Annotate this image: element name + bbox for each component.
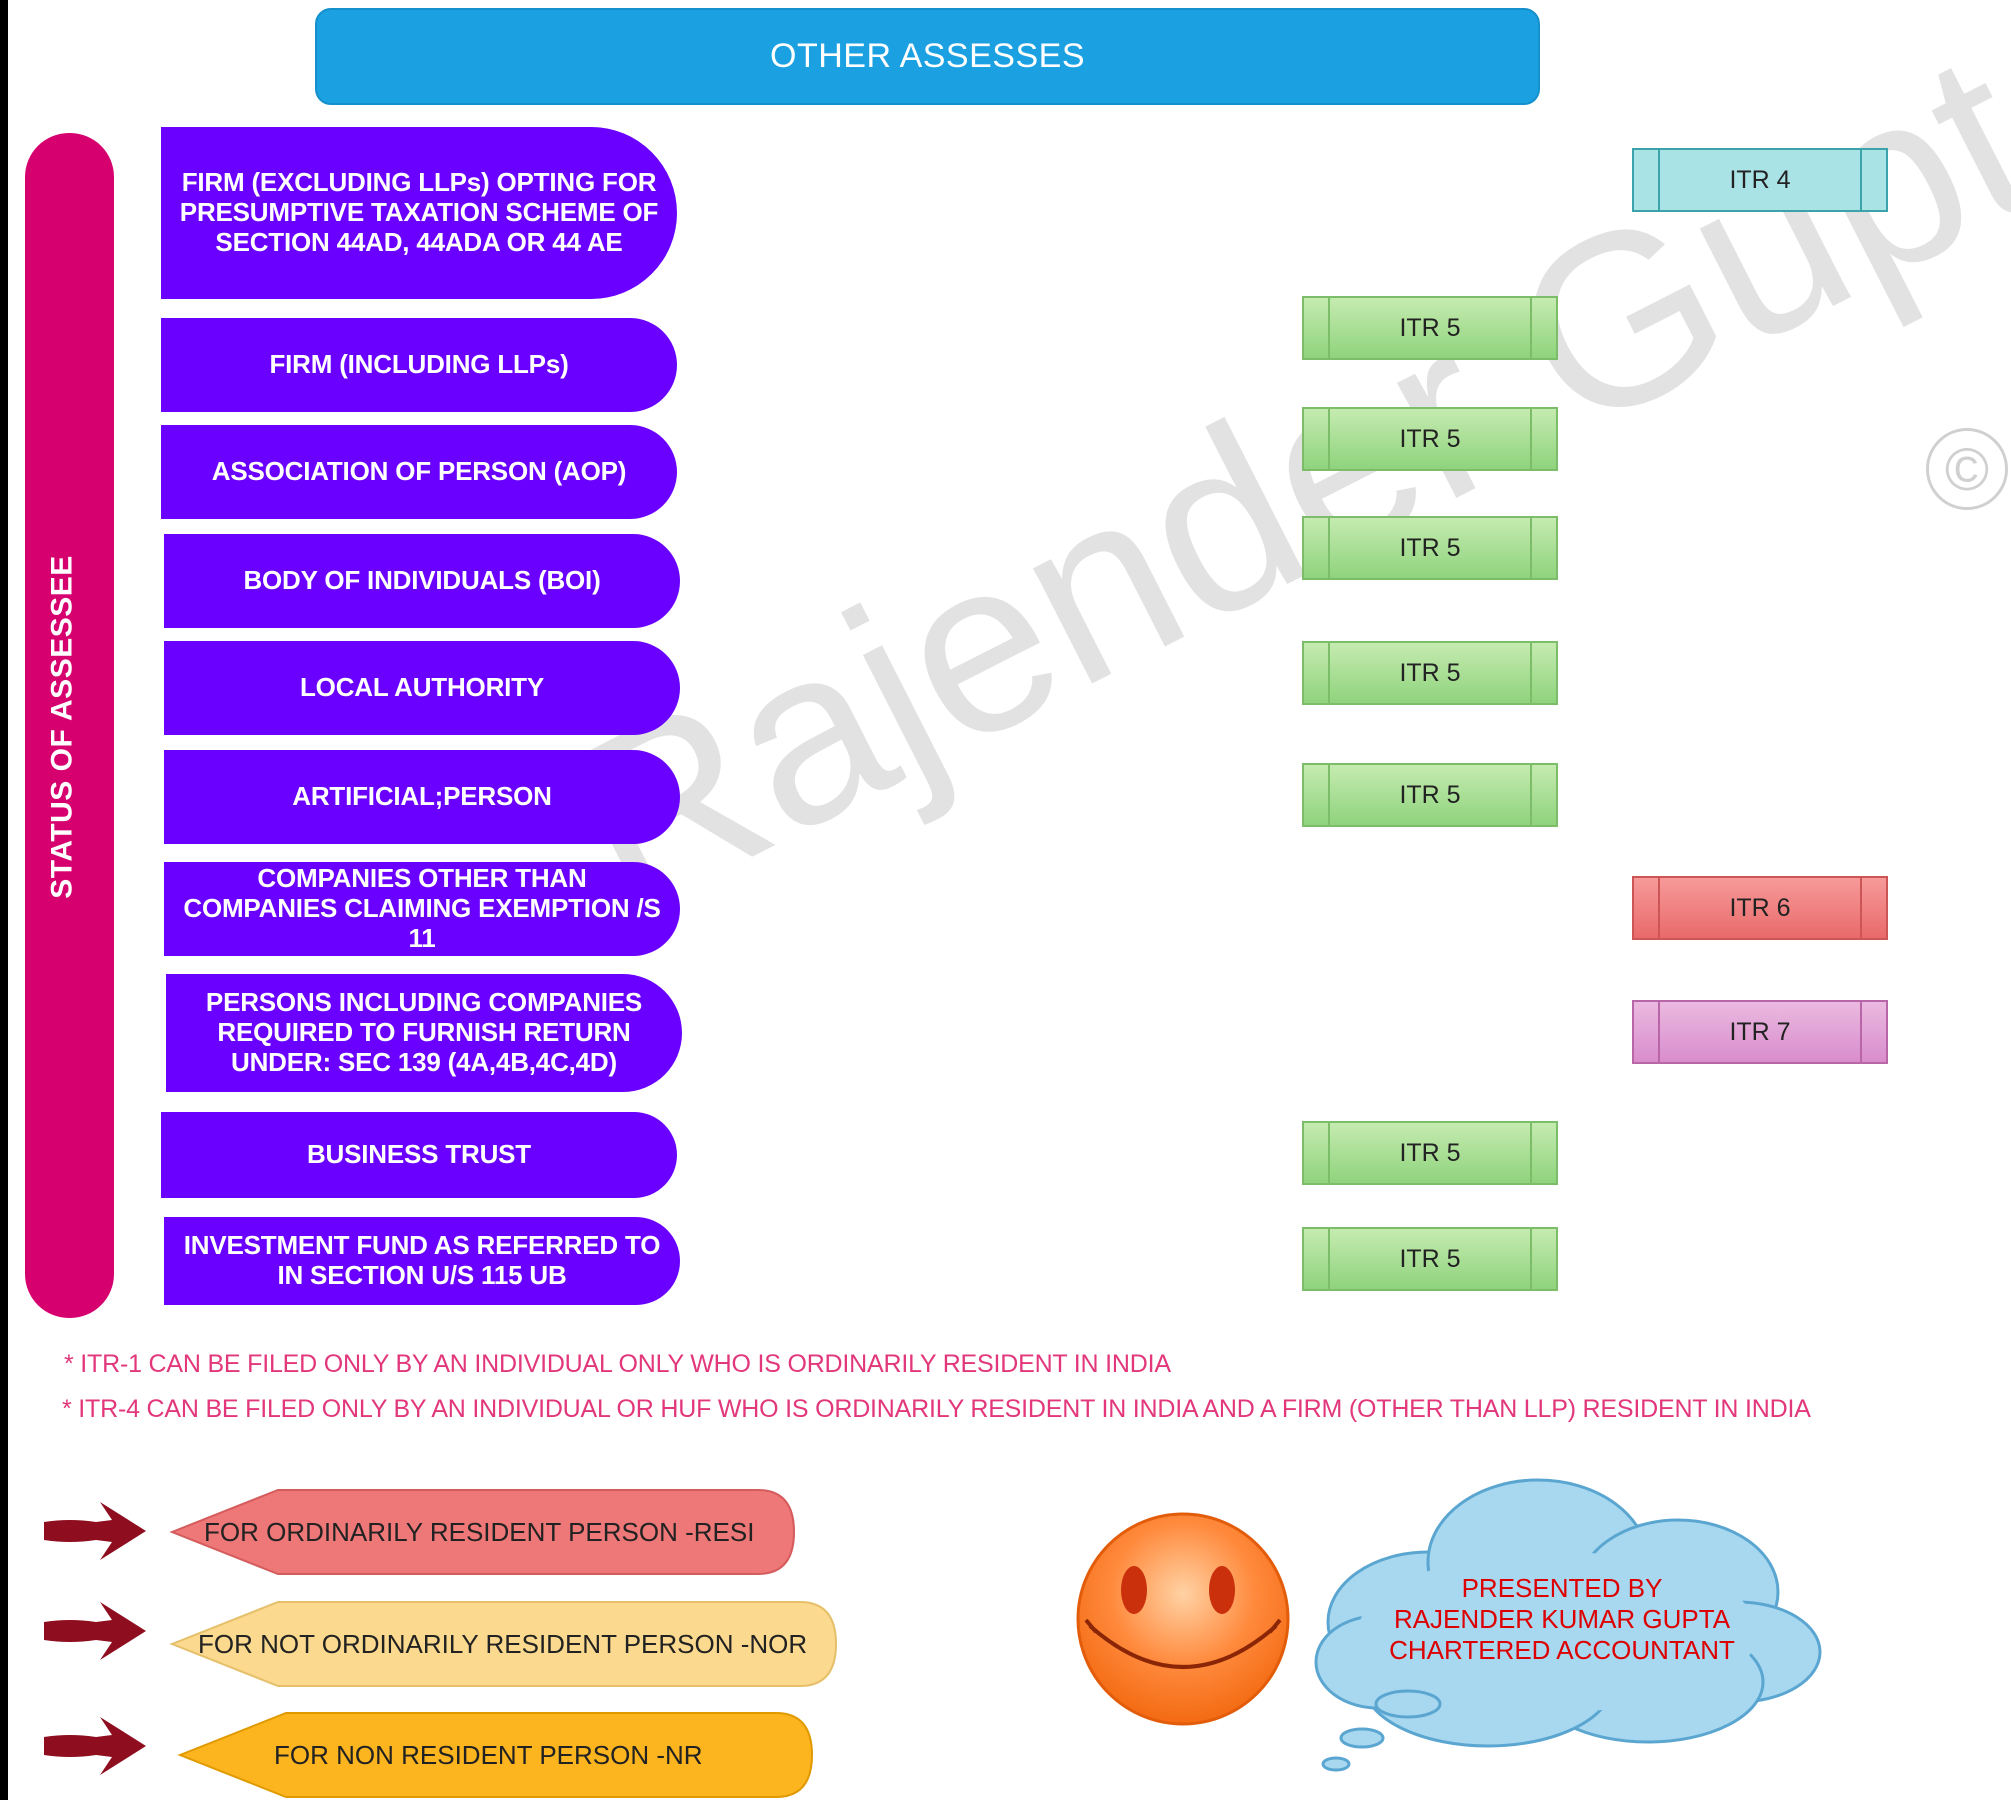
assessee-firm-presumptive: FIRM (EXCLUDING LLPs) OPTING FOR PRESUMP… (161, 127, 677, 299)
note-itr4: * ITR-4 CAN BE FILED ONLY BY AN INDIVIDU… (62, 1395, 1811, 1423)
assessee-business-trust: BUSINESS TRUST (161, 1112, 677, 1198)
presenter-text: PRESENTED BY RAJENDER KUMAR GUPTA CHARTE… (1372, 1573, 1752, 1667)
itr-badge-firm-presumptive: ITR 4 (1632, 148, 1888, 212)
arrow-right-icon (44, 1502, 146, 1560)
legend-shape-nr (177, 1712, 814, 1798)
watermark-text: Rajender Gupta (527, 0, 2011, 966)
watermark: Rajender Gupta (527, 0, 2011, 966)
itr-badge-boi: ITR 5 (1302, 516, 1558, 580)
assessee-companies: COMPANIES OTHER THAN COMPANIES CLAIMING … (164, 862, 680, 956)
arrow-right-icon (44, 1717, 146, 1775)
arrow-right-icon (44, 1602, 146, 1660)
assessee-firm-llp: FIRM (INCLUDING LLPs) (161, 318, 677, 412)
itr-badge-companies: ITR 6 (1632, 876, 1888, 940)
itr-badge-firm-llp: ITR 5 (1302, 296, 1558, 360)
assessee-persons-sec139: PERSONS INCLUDING COMPANIES REQUIRED TO … (166, 974, 682, 1092)
assessee-aop: ASSOCIATION OF PERSON (AOP) (161, 425, 677, 519)
assessee-boi: BODY OF INDIVIDUALS (BOI) (164, 534, 680, 628)
assessee-artificial-person: ARTIFICIAL;PERSON (164, 750, 680, 844)
copyright-symbol: © (1944, 435, 1990, 503)
presenter-line-1: PRESENTED BY (1461, 1573, 1663, 1603)
legend-label-nor: FOR NOT ORDINARILY RESIDENT PERSON -NOR (198, 1628, 808, 1659)
legend-shape-nor (169, 1601, 838, 1687)
assessee-local-authority: LOCAL AUTHORITY (164, 641, 680, 735)
status-of-assessee-bar (25, 133, 114, 1318)
presenter-line-2: RAJENDER KUMAR GUPTA (1393, 1604, 1731, 1635)
note-itr1: * ITR-1 CAN BE FILED ONLY BY AN INDIVIDU… (64, 1350, 1171, 1378)
legend-shape-resi (169, 1489, 796, 1575)
assessee-investment-fund: INVESTMENT FUND AS REFERRED TO IN SECTIO… (164, 1217, 680, 1305)
presenter-line-3: CHARTERED ACCOUNTANT (1389, 1635, 1735, 1666)
status-of-assessee-label: STATUS OF ASSESSEE (45, 555, 79, 899)
itr-badge-business-trust: ITR 5 (1302, 1121, 1558, 1185)
itr-badge-investment-fund: ITR 5 (1302, 1227, 1558, 1291)
itr-badge-artificial-person: ITR 5 (1302, 763, 1558, 827)
itr-badge-persons-sec139: ITR 7 (1632, 1000, 1888, 1064)
smiley-face-icon (1076, 1512, 1290, 1726)
itr-badge-aop: ITR 5 (1302, 407, 1558, 471)
presenter-cloud (1314, 1478, 1822, 1772)
page-title: OTHER ASSESSES (315, 8, 1540, 105)
itr-badge-local-authority: ITR 5 (1302, 641, 1558, 705)
legend-label-resi: FOR ORDINARILY RESIDENT PERSON -RESI (204, 1516, 755, 1547)
diagram-canvas: Rajender Gupta © OTHER ASSESSES STATUS O… (8, 0, 2011, 1800)
legend-label-nr: FOR NON RESIDENT PERSON -NR (274, 1739, 703, 1770)
copyright-icon: © (1926, 428, 2008, 510)
